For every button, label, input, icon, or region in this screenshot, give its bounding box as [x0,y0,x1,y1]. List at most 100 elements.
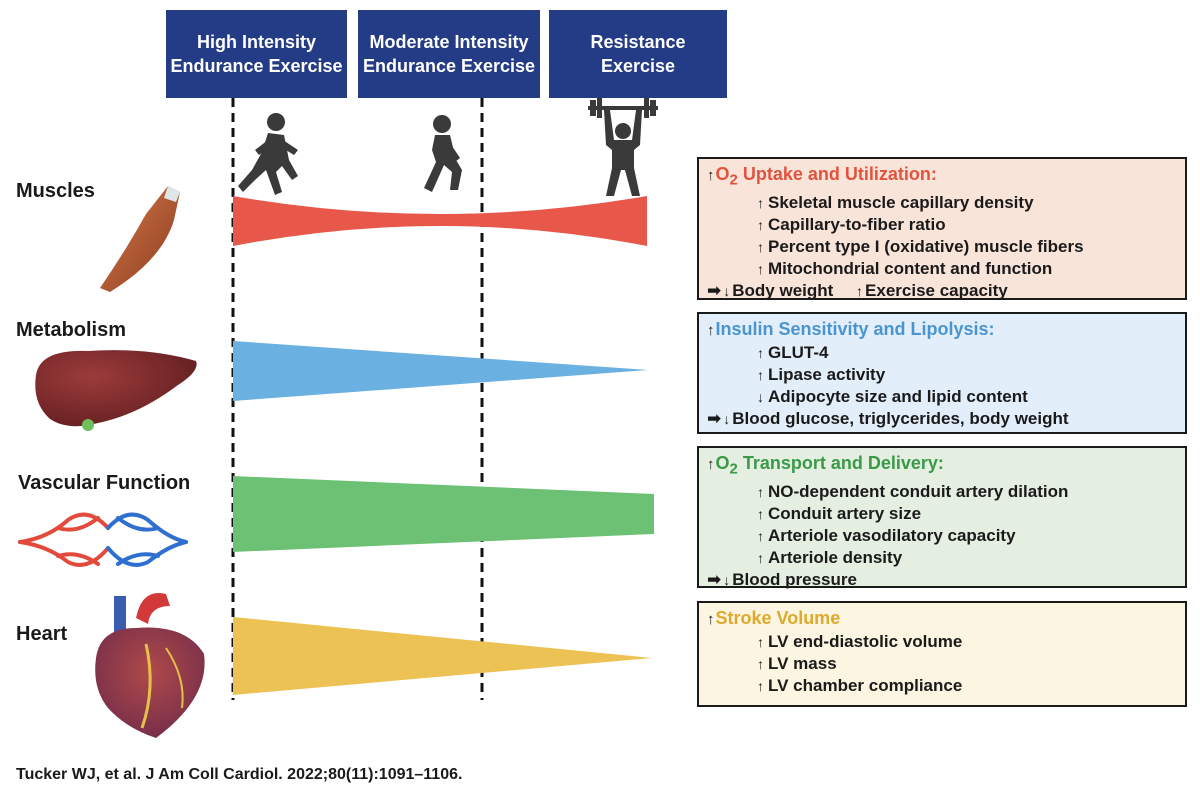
citation: Tucker WJ, et al. J Am Coll Cardiol. 202… [16,766,463,783]
up-arrow-icon: ↑ [707,456,715,473]
info-title-text: Transport and Delivery: [737,453,944,473]
header-moderate-intensity: Moderate Intensity Endurance Exercise [358,10,540,98]
list-item-text: Percent type I (oxidative) muscle fibers [768,236,1084,256]
vascular-wedge [233,476,654,552]
weightlifter-icon [588,98,658,196]
info-title-subscript: 2 [729,460,738,478]
heart-wedge [233,617,652,695]
header-line: Resistance [590,32,686,52]
up-arrow-icon: ↑ [757,678,764,694]
list-item-text: Arteriole density [768,547,903,567]
muscles-wedge [233,196,647,246]
up-arrow-icon: ↑ [757,216,764,233]
liver-illustration [35,350,197,431]
list-item: ↑GLUT-4 [707,342,1177,364]
down-arrow-icon: ↓ [723,282,731,299]
heart-illustration [95,593,205,738]
header-high-intensity: High Intensity Endurance Exercise [166,10,347,98]
walker-icon [424,115,462,192]
info-title-text: O [715,164,730,184]
outcome-text: Exercise capacity [865,280,1008,300]
up-arrow-icon: ↑ [757,345,764,361]
intensity-wedges [231,98,658,700]
header-line: High Intensity [196,32,316,52]
up-arrow-icon: ↑ [856,282,864,299]
header-line: Exercise [600,56,676,76]
list-item: ↑Mitochondrial content and function [707,258,1177,280]
info-title-text: Uptake and Utilization: [737,164,937,184]
outcome-text: Body weight [732,280,834,300]
info-title-text: Stroke Volume [715,608,841,628]
up-arrow-icon: ↑ [707,167,715,184]
info-title-text: Insulin Sensitivity and Lipolysis: [715,319,995,339]
info-box-stroke-volume: ↑Stroke Volume ↑LV end-diastolic volume … [697,601,1187,707]
list-item-text: Mitochondrial content and function [768,258,1053,278]
vessels-illustration [18,512,188,567]
outcome-text: Blood pressure [732,569,857,589]
outcome-line: ➡↓Blood glucose, triglycerides, body wei… [707,408,1177,430]
up-arrow-icon: ↑ [757,527,764,544]
row-label-heart: Heart [16,623,68,645]
up-arrow-icon: ↑ [757,483,764,500]
right-arrow-icon: ➡ [707,569,722,589]
info-box-o2-uptake: ↑O2 Uptake and Utilization: ↑Skeletal mu… [697,157,1187,300]
row-label-vascular: Vascular Function [18,472,191,494]
up-arrow-icon: ↑ [757,656,764,672]
up-arrow-icon: ↑ [757,634,764,650]
info-box-o2-transport: ↑O2 Transport and Delivery: ↑NO-dependen… [697,446,1187,591]
down-arrow-icon: ↓ [723,571,731,588]
list-item-text: LV chamber compliance [768,676,963,695]
info-title: ↑Stroke Volume [707,607,1177,631]
outcome-text: Blood glucose, triglycerides, body weigh… [732,409,1069,428]
header-line: Endurance Exercise [362,56,536,76]
list-item: ↑LV chamber compliance [707,675,1177,697]
runner-icon [238,113,298,195]
list-item: ↓Adipocyte size and lipid content [707,386,1177,408]
header-line: Endurance Exercise [170,56,343,76]
row-label-muscles: Muscles [16,180,95,202]
list-item: ↑Arteriole vasodilatory capacity [707,525,1177,547]
list-item-text: GLUT-4 [768,343,829,362]
info-title-subscript: 2 [729,171,738,189]
outcome-line: ➡↓Body weight ↑Exercise capacity [707,280,1177,302]
list-item-text: LV mass [768,654,837,673]
list-item-text: NO-dependent conduit artery dilation [768,481,1069,501]
header-resistance: Resistance Exercise [549,10,727,98]
up-arrow-icon: ↑ [757,505,764,522]
up-arrow-icon: ↑ [757,260,764,277]
list-item: ↑LV end-diastolic volume [707,631,1177,653]
info-box-insulin: ↑Insulin Sensitivity and Lipolysis: ↑GLU… [697,312,1187,434]
list-item: ↑NO-dependent conduit artery dilation [707,481,1177,503]
list-item-text: Arteriole vasodilatory capacity [768,525,1016,545]
up-arrow-icon: ↑ [757,194,764,211]
list-item-text: Lipase activity [768,365,886,384]
row-label-metabolism: Metabolism [16,319,127,341]
info-title: ↑Insulin Sensitivity and Lipolysis: [707,318,1177,342]
up-arrow-icon: ↑ [757,549,764,566]
list-item-text: Conduit artery size [768,503,922,523]
list-item: ↑Lipase activity [707,364,1177,386]
down-arrow-icon: ↓ [723,411,731,427]
info-title: ↑O2 Transport and Delivery: [707,452,1177,481]
metabolism-wedge [233,341,648,401]
down-arrow-icon: ↓ [757,389,764,405]
info-title: ↑O2 Uptake and Utilization: [707,163,1177,192]
list-item: ↑Skeletal muscle capillary density [707,192,1177,214]
list-item: ↑Percent type I (oxidative) muscle fiber… [707,236,1177,258]
list-item: ↑Conduit artery size [707,503,1177,525]
list-item: ↑Arteriole density [707,547,1177,569]
list-item: ↑LV mass [707,653,1177,675]
up-arrow-icon: ↑ [757,367,764,383]
muscle-illustration [100,186,180,292]
list-item-text: Skeletal muscle capillary density [768,192,1034,212]
right-arrow-icon: ➡ [707,409,722,428]
up-arrow-icon: ↑ [707,322,715,339]
up-arrow-icon: ↑ [757,238,764,255]
info-title-text: O [715,453,730,473]
up-arrow-icon: ↑ [707,611,715,628]
list-item: ↑Capillary-to-fiber ratio [707,214,1177,236]
outcome-line: ➡↓Blood pressure [707,569,1177,591]
list-item-text: Adipocyte size and lipid content [768,387,1028,406]
list-item-text: Capillary-to-fiber ratio [768,214,946,234]
list-item-text: LV end-diastolic volume [768,632,963,651]
